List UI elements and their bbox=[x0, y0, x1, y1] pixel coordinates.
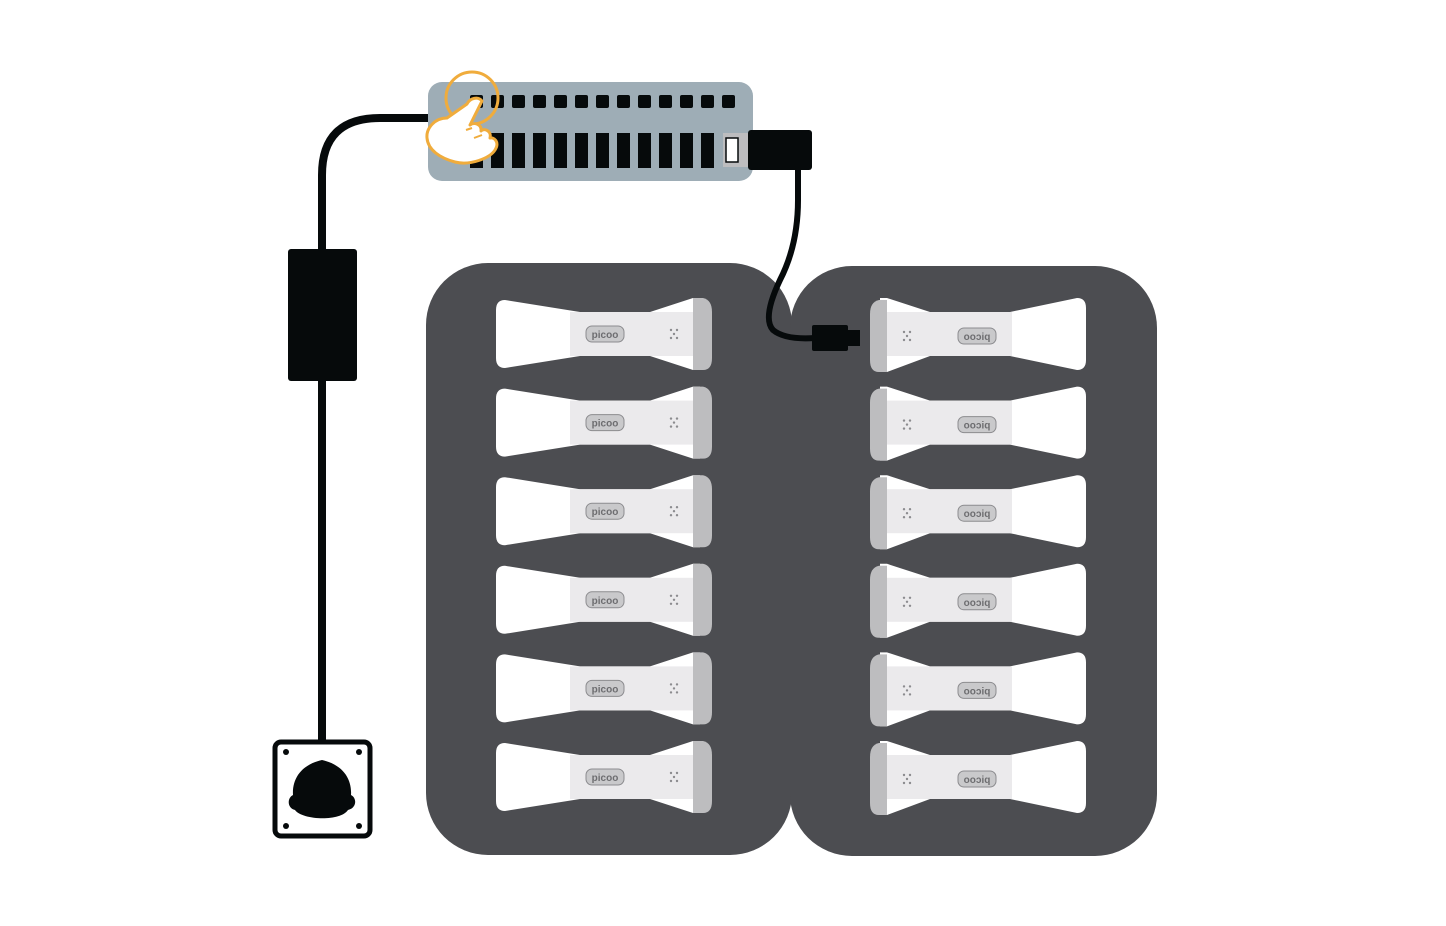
device-logo: picoo bbox=[964, 509, 991, 520]
device-logo: picoo bbox=[592, 507, 619, 518]
left-device-column: picoo picoo picoo picoo picoo picoo bbox=[495, 297, 713, 814]
hub-port-7 bbox=[596, 133, 609, 168]
hub-port-8 bbox=[617, 133, 630, 168]
hub-switch-7[interactable] bbox=[596, 95, 609, 108]
right-device-column: picoo picoo picoo picoo picoo picoo bbox=[869, 297, 1087, 816]
hub-power-switches[interactable] bbox=[470, 95, 735, 108]
device-logo: picoo bbox=[592, 684, 619, 695]
device-slot-right-6: picoo bbox=[869, 740, 1087, 816]
hub-switch-6[interactable] bbox=[575, 95, 588, 108]
device-logo: picoo bbox=[964, 421, 991, 432]
device-slot-left-5: picoo bbox=[495, 651, 713, 725]
hub-port-9 bbox=[638, 133, 651, 168]
power-cable bbox=[318, 114, 436, 764]
device-logo: picoo bbox=[592, 419, 619, 430]
device-logo: picoo bbox=[964, 598, 991, 609]
hub-port-10 bbox=[659, 133, 672, 168]
usb-connector bbox=[812, 325, 860, 351]
hub-switch-12[interactable] bbox=[701, 95, 714, 108]
hub-port-3 bbox=[512, 133, 525, 168]
pointing-hand-icon bbox=[425, 96, 499, 165]
hub-switch-13[interactable] bbox=[722, 95, 735, 108]
device-slot-right-5: picoo bbox=[869, 651, 1087, 727]
hub-port-6 bbox=[575, 133, 588, 168]
device-logo: picoo bbox=[592, 773, 619, 784]
device-logo: picoo bbox=[592, 596, 619, 607]
device-slot-right-4: picoo bbox=[869, 563, 1087, 639]
hub-switch-4[interactable] bbox=[533, 95, 546, 108]
hub-switch-10[interactable] bbox=[659, 95, 672, 108]
usb-cable bbox=[765, 167, 818, 342]
device-slot-left-4: picoo bbox=[495, 563, 713, 637]
device-slot-left-6: picoo bbox=[495, 740, 713, 814]
device-slot-left-2: picoo bbox=[495, 386, 713, 460]
device-slot-right-3: picoo bbox=[869, 474, 1087, 550]
usb-plug bbox=[748, 130, 812, 170]
device-slot-left-1: picoo bbox=[495, 297, 713, 371]
hub-switch-9[interactable] bbox=[638, 95, 651, 108]
hub-switch-3[interactable] bbox=[512, 95, 525, 108]
hub-port-11 bbox=[680, 133, 693, 168]
device-logo: picoo bbox=[592, 330, 619, 341]
hub-switch-5[interactable] bbox=[554, 95, 567, 108]
device-slot-right-1: picoo bbox=[869, 297, 1087, 373]
hub-port-12 bbox=[701, 133, 714, 168]
hub-port-4 bbox=[533, 133, 546, 168]
hub-switch-8[interactable] bbox=[617, 95, 630, 108]
power-plug bbox=[288, 760, 356, 819]
device-slot-left-3: picoo bbox=[495, 474, 713, 548]
device-logo: picoo bbox=[964, 686, 991, 697]
power-adapter bbox=[288, 249, 357, 381]
usb-hub bbox=[428, 82, 812, 181]
device-logo: picoo bbox=[964, 332, 991, 343]
device-logo: picoo bbox=[964, 775, 991, 786]
wall-outlet bbox=[272, 739, 373, 839]
hub-switch-11[interactable] bbox=[680, 95, 693, 108]
hub-port-5 bbox=[554, 133, 567, 168]
device-slot-right-2: picoo bbox=[869, 386, 1087, 462]
